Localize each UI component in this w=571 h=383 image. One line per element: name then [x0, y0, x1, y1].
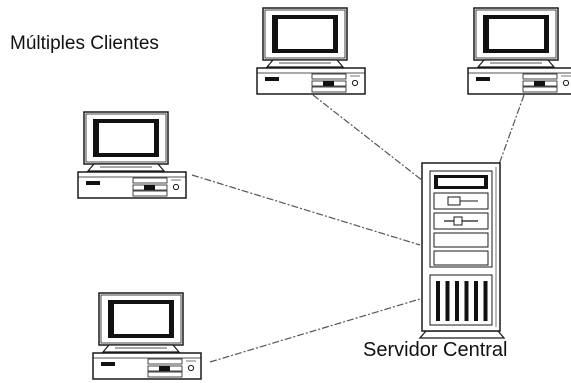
server-title: Servidor Central: [363, 339, 508, 361]
connection-line-client-middle-left: [191, 174, 421, 246]
server-tower-icon: [418, 162, 506, 339]
connection-line-client-bottom-left: [209, 298, 421, 363]
connection-line-client-top-middle: [312, 94, 433, 189]
desktop-computer-icon-client-bottom-left: [92, 292, 202, 380]
connection-line-client-top-right: [496, 94, 525, 171]
desktop-computer-icon-client-middle-left: [77, 111, 187, 199]
clients-title: Múltiples Clientes: [10, 33, 159, 54]
desktop-computer-icon-client-top-middle: [256, 7, 366, 95]
desktop-computer-icon-client-top-right: [467, 7, 571, 95]
network-nodes: [77, 7, 571, 380]
connection-lines: [191, 94, 525, 363]
